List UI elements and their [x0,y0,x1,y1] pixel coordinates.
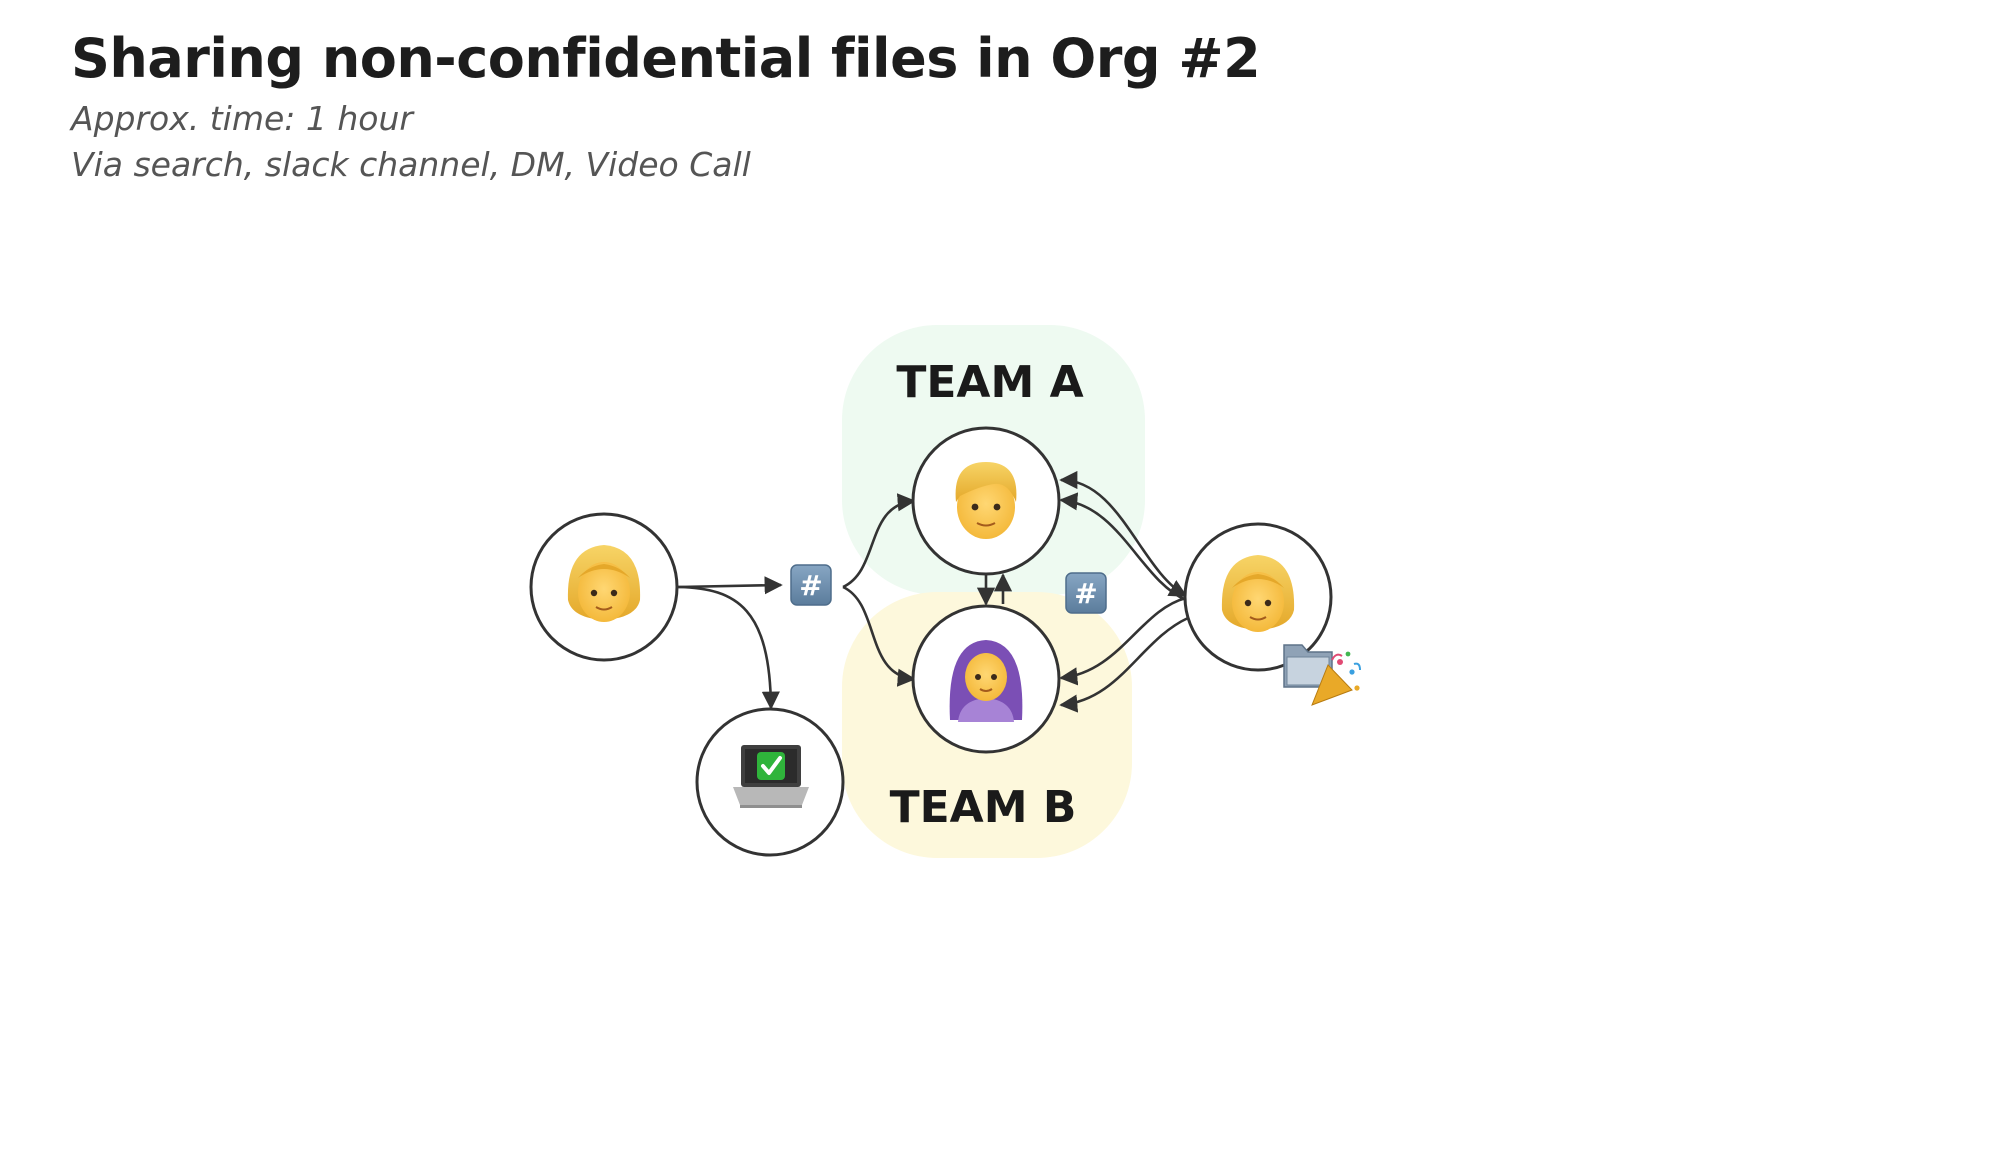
requester-node[interactable] [529,512,679,662]
edge-team-a-to-owner-upper [1059,470,1188,598]
woman-blond-hair-icon [567,545,641,622]
laptop-node[interactable] [695,707,845,857]
edge-owner-to-team-b-upper [1059,596,1187,686]
team-a-label: TEAM A [896,357,1083,408]
team-a-person-node[interactable] [911,426,1061,576]
hashtag-channel-icon: # [799,569,822,602]
team-b-label: TEAM B [890,782,1077,833]
channel-badge-2[interactable]: # [1065,572,1107,614]
subtitle: Approx. time: 1 hour Via search, slack c… [71,96,1260,188]
team-b-person-node[interactable] [911,604,1061,754]
woman-blond-hair-icon [1221,555,1295,632]
file-owner-node[interactable] [1183,522,1333,672]
laptop-checkmark-icon [733,745,809,808]
header: Sharing non-confidential files in Org #2… [71,27,1261,188]
person-blond-hair-icon [955,462,1017,539]
hashtag-channel-icon: # [1074,577,1097,610]
edge-owner-to-team-b-lower [1059,616,1189,713]
channels-text: Via search, slack channel, DM, Video Cal… [71,145,751,185]
edges [677,470,1189,713]
channel-badge-1[interactable]: # [790,564,832,606]
edge-requester-to-laptop [677,585,780,710]
party-popper-icon [1311,651,1361,706]
edge-requester-to-channel [677,576,783,595]
edge-channel-to-team-a [842,493,916,589]
edge-channel-to-team-b [842,585,916,687]
edge-team-a-to-owner-lower [1059,492,1187,602]
approx-time-text: Approx. time: 1 hour [71,99,413,139]
page-title: Sharing non-confidential files in Org #2 [71,27,1261,90]
woman-headscarf-icon [949,640,1023,722]
